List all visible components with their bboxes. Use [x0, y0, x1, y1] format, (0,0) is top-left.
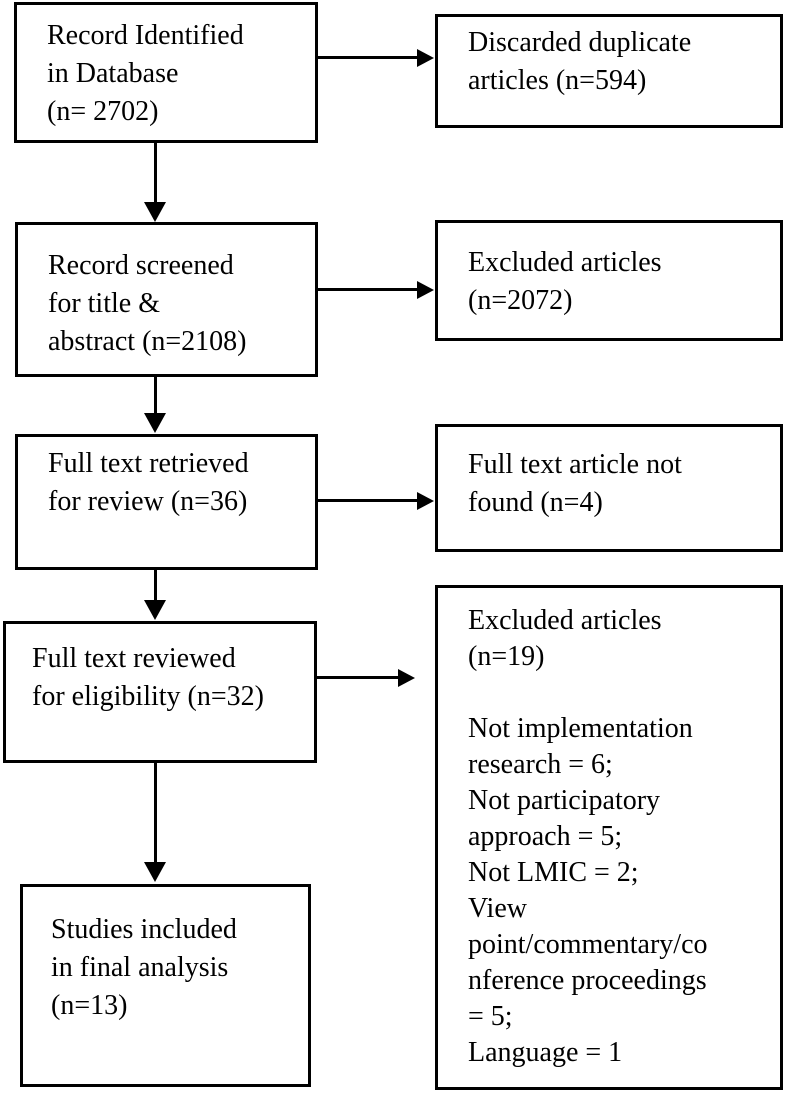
- arrow-line: [154, 570, 157, 601]
- box-excluded-eligibility: Excluded articles (n=19) Not implementat…: [435, 585, 783, 1090]
- box-records-screened: Record screened for title & abstract (n=…: [15, 222, 318, 377]
- arrow-line: [318, 288, 418, 291]
- arrowhead-down-icon: [144, 202, 166, 222]
- arrow-line: [154, 377, 157, 414]
- arrow-line: [154, 143, 157, 203]
- box-records-identified: Record Identified in Database (n= 2702): [14, 2, 318, 143]
- box-studies-included: Studies included in final analysis (n=13…: [20, 884, 311, 1087]
- box-fulltext-reviewed: Full text reviewed for eligibility (n=32…: [3, 621, 317, 763]
- box-discarded-duplicates: Discarded duplicate articles (n=594): [435, 14, 783, 128]
- arrowhead-down-icon: [144, 600, 166, 620]
- arrowhead-right-icon: [417, 281, 434, 299]
- arrowhead-right-icon: [398, 669, 415, 687]
- box-fulltext-retrieved: Full text retrieved for review (n=36): [15, 434, 318, 570]
- arrowhead-down-icon: [144, 862, 166, 882]
- arrow-line: [318, 56, 418, 59]
- arrowhead-down-icon: [144, 413, 166, 433]
- box-excluded-title-abstract: Excluded articles (n=2072): [435, 220, 783, 341]
- arrowhead-right-icon: [417, 492, 434, 510]
- box-fulltext-not-found: Full text article not found (n=4): [435, 424, 783, 552]
- arrow-line: [154, 763, 157, 863]
- arrow-line: [318, 499, 418, 502]
- arrowhead-right-icon: [417, 49, 434, 67]
- arrow-line: [317, 676, 400, 679]
